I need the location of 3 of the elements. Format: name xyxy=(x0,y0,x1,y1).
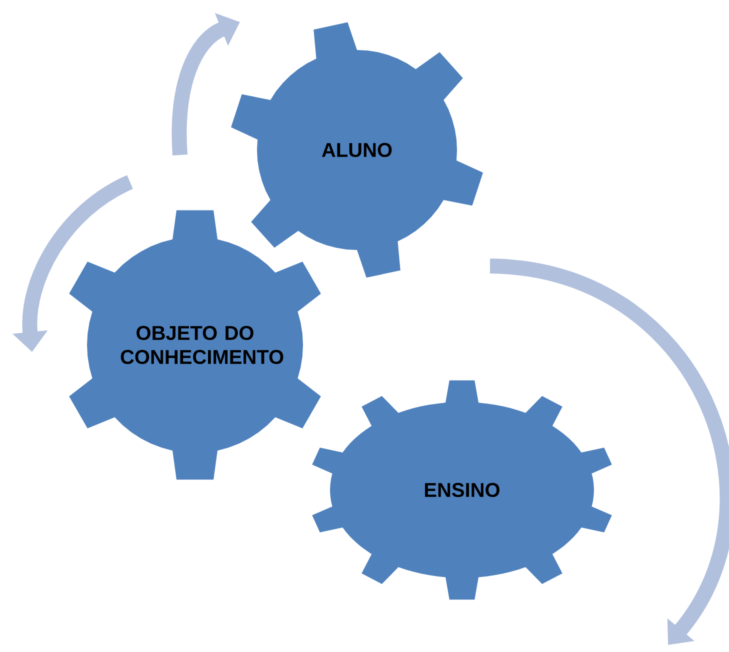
gear: OBJETO DO CONHECIMENTO xyxy=(69,210,321,480)
gear: ENSINO xyxy=(312,380,612,600)
gear: ALUNO xyxy=(231,22,483,278)
